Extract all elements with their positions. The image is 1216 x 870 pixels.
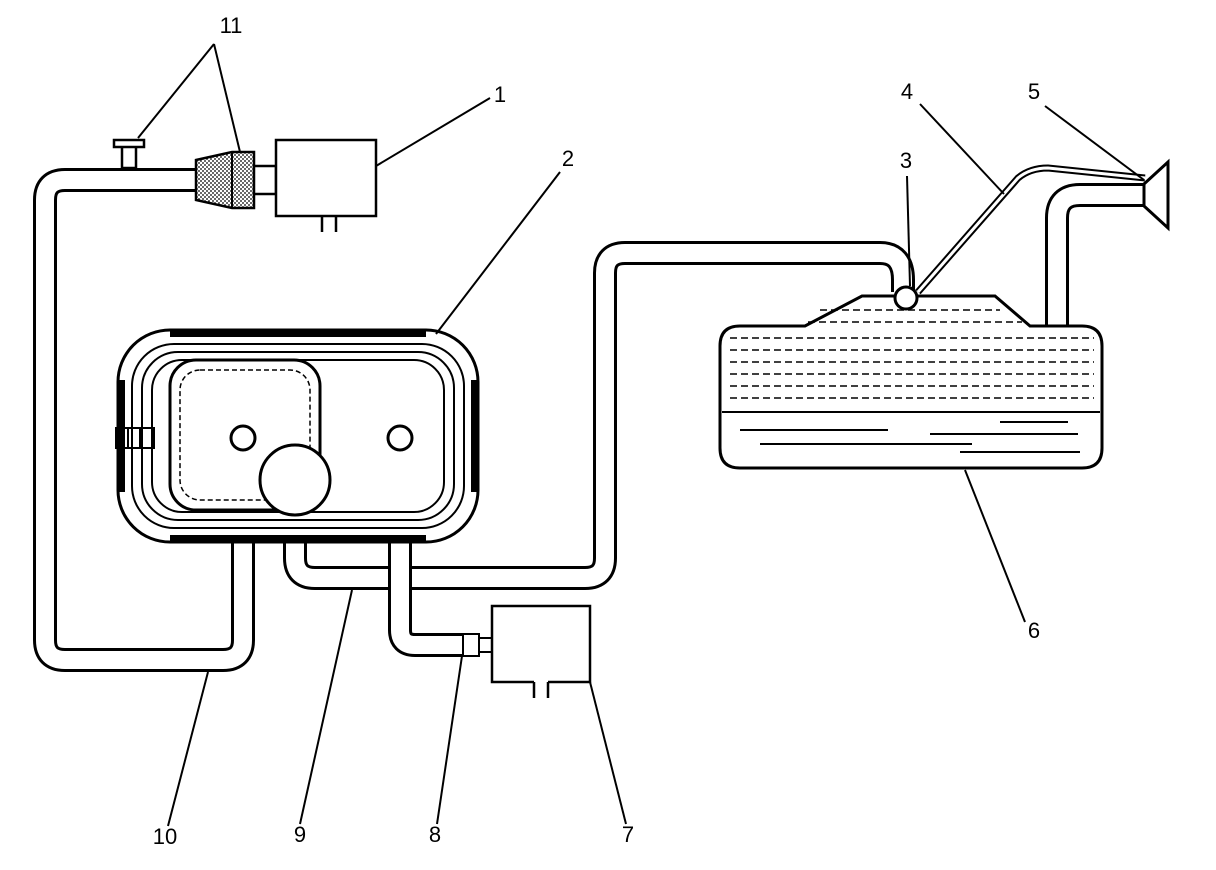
callout-8: 8 xyxy=(429,822,441,847)
fresh-air-filter xyxy=(194,150,278,210)
purge-valve xyxy=(258,443,332,517)
leader-1 xyxy=(375,97,491,167)
filler-neck-pipe xyxy=(1045,183,1150,330)
leader-9 xyxy=(299,589,353,825)
leader-4 xyxy=(919,103,1005,195)
liquid-fuel-lines xyxy=(740,421,1080,453)
rollover-valve xyxy=(893,285,919,311)
leader-7 xyxy=(589,681,627,825)
component-7-box xyxy=(490,604,592,698)
leader-2 xyxy=(435,171,561,335)
recirculation-line-4 xyxy=(915,164,1146,295)
service-port-cap xyxy=(112,138,146,170)
leader-10 xyxy=(167,671,209,827)
leader-5 xyxy=(1044,105,1145,181)
fuel-fill-cap xyxy=(1142,158,1170,232)
fuel-tank xyxy=(718,294,1104,470)
leader-lines xyxy=(137,43,1145,827)
callout-6: 6 xyxy=(1028,618,1040,643)
callout-5: 5 xyxy=(1028,79,1040,104)
callout-7: 7 xyxy=(622,822,634,847)
leader-6 xyxy=(964,469,1026,623)
component-1-box xyxy=(274,138,378,232)
fuel-vapor-dashes xyxy=(730,309,1094,399)
callout-9: 9 xyxy=(294,822,306,847)
callout-10: 10 xyxy=(153,824,177,849)
leader-11b xyxy=(213,43,241,153)
leader-11a xyxy=(137,43,215,139)
pipe-10 xyxy=(33,168,255,672)
pipe-9 xyxy=(283,241,915,590)
callout-1: 1 xyxy=(494,82,506,107)
callout-2: 2 xyxy=(562,146,574,171)
leader-3 xyxy=(906,175,911,287)
callout-labels: 11 1 2 3 4 5 6 7 8 9 10 xyxy=(153,13,1040,849)
callout-3: 3 xyxy=(900,148,912,173)
callout-11: 11 xyxy=(220,13,243,38)
evap-canister xyxy=(115,328,480,544)
leader-8 xyxy=(436,655,463,825)
callout-4: 4 xyxy=(901,79,913,104)
